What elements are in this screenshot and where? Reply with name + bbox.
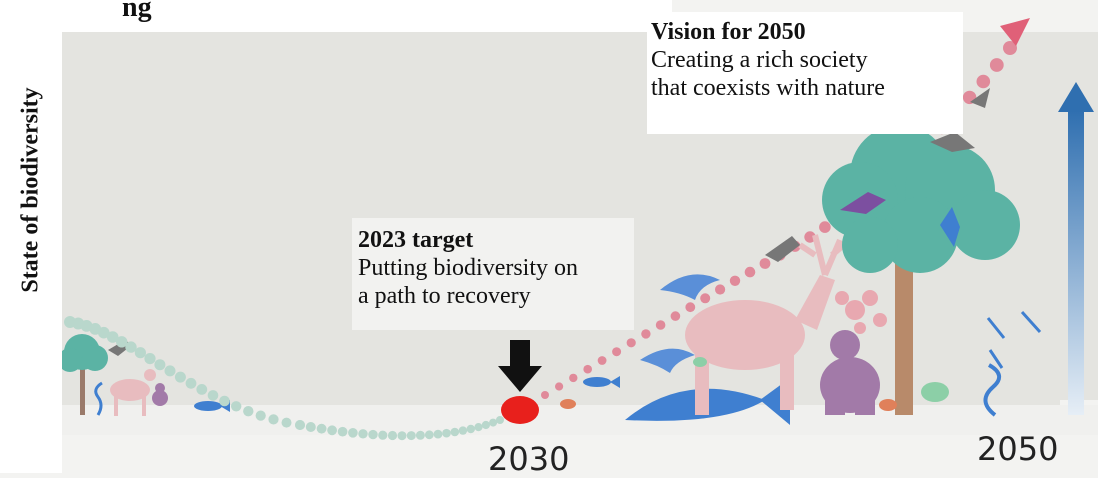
bird-icon [930,88,990,152]
past-trajectory [64,316,504,441]
trajectory-dot [174,371,186,383]
trajectory-dot [348,428,358,438]
vision-2050-box: Vision for 2050 Creating a rich society … [647,12,963,134]
trajectory-dot [154,359,166,371]
trajectory-dot [1003,41,1017,55]
trajectory-dot [700,293,711,304]
trajectory-dot [316,423,327,434]
down-arrow-icon [498,340,542,392]
trajectory-dot [685,302,696,313]
trajectory-dot [466,424,475,434]
trajectory-dot [759,258,771,269]
trajectory-dot [281,417,292,428]
frog-icon [693,357,949,402]
trajectory-dot [207,390,219,401]
trajectory-dot [368,429,378,440]
vision-arrow-icon [1000,18,1030,46]
trajectory-dot [569,373,578,383]
trajectory-dot [424,430,434,440]
trajectory-dot [305,422,316,432]
bird-icon [765,236,800,262]
trajectory-dot [116,336,128,348]
trajectory-dot [415,430,425,440]
up-arrow-icon [1058,82,1094,415]
trajectory-dot [474,423,483,432]
trajectory-dot [489,418,498,427]
fish-icon [583,376,620,388]
y-axis-label: State of biodiversity [17,87,44,293]
vision-2050-line1: Creating a rich society [651,47,868,73]
trajectory-dot [729,275,741,286]
trajectory-dot [442,428,451,438]
trajectory-dot [231,401,242,412]
trajectory-dot [819,221,831,233]
trajectory-dot [597,356,607,365]
trajectory-dot [295,420,305,430]
trajectory-dot [976,74,991,89]
target-2023-line1: Putting biodiversity on [358,255,579,281]
trajectory-dot [125,341,137,353]
dragonfly-icon [986,310,1042,369]
trajectory-dot [196,384,208,395]
target-2023-title: 2023 target [358,227,474,253]
trajectory-dot [98,326,110,339]
trajectory-dot [268,414,279,425]
trajectory-dot [583,364,592,374]
trajectory-dot [378,430,388,440]
trajectory-dot [106,331,119,343]
trajectory-dot [327,425,337,436]
trajectory-dot [989,58,1004,72]
trajectory-dot [626,338,636,348]
vision-2050-line2: that coexists with nature [651,75,885,101]
bird-icon [840,192,960,247]
crab-icon [879,399,897,411]
trajectory-dot [555,382,564,391]
trajectory-dot [337,426,348,437]
trajectory-dot [655,320,666,330]
tree-icon [58,334,108,415]
dolphin-icon [640,274,720,373]
trajectory-dot [715,284,726,295]
year-2030-label: 2030 [488,440,570,478]
trajectory-dot [804,231,816,243]
crab-icon [560,399,576,409]
trajectory-dot [397,431,407,441]
snake-icon [94,381,103,416]
trajectory-dot [185,377,197,389]
deer-icon [685,234,848,415]
y-axis-label-box: State of biodiversity [0,0,62,473]
trajectory-dot [219,395,230,407]
deer-icon [110,369,156,416]
trajectory-dot [541,391,549,399]
trajectory-dot [433,429,443,439]
flowering-tree-icon [835,290,887,334]
monkey-icon [152,383,168,406]
trajectory-dot [744,266,756,278]
trajectory-dot [387,430,398,441]
target-2023-box: 2023 target Putting biodiversity on a pa… [352,218,634,330]
trajectory-dot [164,365,176,377]
trajectory-dot [612,347,622,357]
monkey-icon [820,330,880,415]
trajectory-dot [670,311,681,321]
trajectory-dot [458,426,468,435]
trajectory-dot [134,347,146,359]
trajectory-dot [496,416,504,424]
title-strip: ng [62,0,672,32]
trajectory-dot [255,410,266,421]
trajectory-dot [243,406,254,417]
target-2023-line2: a path to recovery [358,283,531,309]
trajectory-dot [641,329,651,339]
title-fragment: ng [122,0,152,23]
trajectory-dot [144,353,156,365]
trajectory-dot [481,420,490,430]
target-dot [501,396,539,424]
trajectory-dot [450,427,460,437]
trajectory-dot [406,431,416,441]
vision-2050-title: Vision for 2050 [651,19,806,45]
snake-icon [983,363,1001,417]
year-2050-label: 2050 [977,430,1059,468]
trajectory-dot [358,429,368,439]
